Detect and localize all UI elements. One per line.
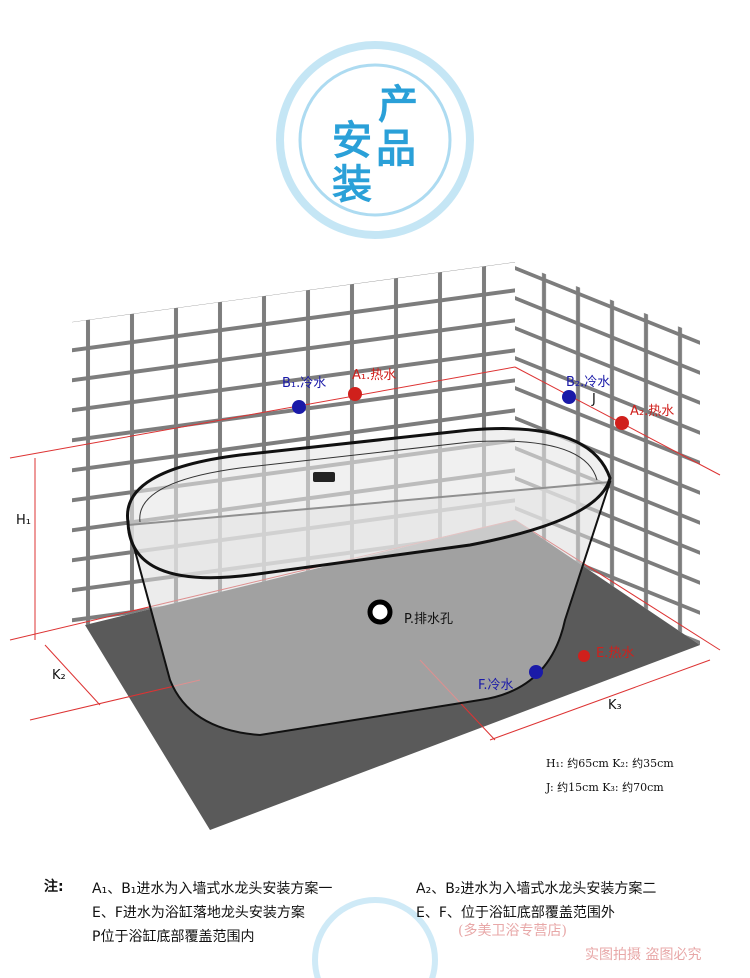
dimension-row: H₁: 约65cm K₂: 约35cm: [546, 757, 674, 770]
label-b1: B₁.冷水: [282, 376, 327, 391]
notes-prefix: 注:: [44, 879, 64, 895]
overflow-drain-icon: [313, 472, 335, 482]
drain-hole-icon: [367, 599, 393, 625]
label-f: F.冷水: [478, 678, 514, 693]
f-point: [529, 665, 543, 679]
note: A₁、B₁进水为入墙式水龙头安装方案一: [92, 881, 333, 897]
label-k2: K₂: [52, 668, 66, 683]
b2-point: [562, 390, 576, 404]
a1-point: [348, 387, 362, 401]
label-a2: A₂.热水: [630, 404, 675, 419]
title-char: 品: [376, 126, 416, 172]
water-splash-icon: [276, 41, 474, 978]
b1-point: [292, 400, 306, 414]
note: E、F、位于浴缸底部覆盖范围外: [416, 905, 615, 921]
label-k3: K₃: [608, 698, 622, 713]
watermark-copyright: 实图拍摄 盗图必究: [585, 947, 702, 963]
label-h1: H₁: [16, 513, 31, 528]
dimension-row: J: 约15cm K₃: 约70cm: [546, 781, 664, 794]
note: E、F进水为浴缸落地龙头安装方案: [92, 905, 305, 921]
title-char: 安: [332, 118, 372, 164]
note: A₂、B₂进水为入墙式水龙头安装方案二: [416, 881, 657, 897]
label-a1: A₁.热水: [352, 368, 397, 383]
a2-point: [615, 416, 629, 430]
title-char: 装: [332, 162, 372, 208]
label-j: J: [592, 392, 596, 407]
label-b2: B₂.冷水: [566, 375, 611, 390]
label-e: E.热水: [596, 646, 635, 661]
title-char: 产: [378, 82, 418, 128]
e-point: [578, 650, 590, 662]
watermark-shop: (多美卫浴专营店): [458, 923, 567, 939]
label-p: P.排水孔: [404, 612, 453, 627]
note: P位于浴缸底部覆盖范围内: [92, 929, 255, 945]
